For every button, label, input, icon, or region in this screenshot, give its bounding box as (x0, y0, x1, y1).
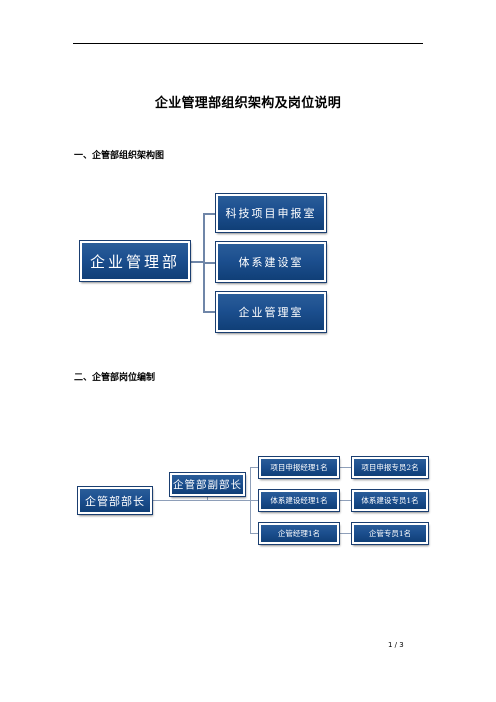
deputy-box: 企管部副部长 (169, 472, 246, 497)
connector-deputy-drop (207, 496, 208, 501)
connector-branch-3 (203, 311, 216, 313)
connector-row-3 (339, 533, 352, 534)
connector-branch-2 (250, 500, 259, 501)
manager-box: 体系建设经理1名 (258, 489, 340, 512)
org-child-box: 企业管理室 (215, 291, 327, 333)
connector-row-2 (339, 500, 352, 501)
page-number: 1 / 3 (388, 641, 404, 649)
connector-branch-2 (203, 262, 216, 264)
page-title: 企业管理部组织架构及岗位说明 (154, 96, 342, 111)
section-heading-org-chart: 一、企管部组织架构图 (74, 151, 165, 161)
connector-head-trunk (152, 500, 250, 501)
connector-branch-3 (250, 533, 259, 534)
header-rule (73, 43, 423, 44)
head-box: 企管部部长 (77, 486, 153, 515)
org-root-box: 企业管理部 (79, 240, 191, 282)
staff-box: 项目申报专员2名 (351, 456, 429, 479)
connector-branch-1 (203, 213, 216, 215)
org-child-box: 体系建设室 (215, 241, 327, 283)
connector-branch-1 (250, 467, 259, 468)
org-child-box: 科技项目申报室 (215, 193, 327, 233)
staff-box: 体系建设专员1名 (351, 489, 429, 512)
section-heading-staffing: 二、企管部岗位编制 (74, 373, 156, 383)
connector-row-1 (339, 467, 352, 468)
connector-root-trunk (190, 261, 204, 263)
manager-box: 企管经理1名 (258, 522, 340, 545)
staff-box: 企管专员1名 (351, 522, 429, 545)
manager-box: 项目申报经理1名 (258, 456, 340, 479)
